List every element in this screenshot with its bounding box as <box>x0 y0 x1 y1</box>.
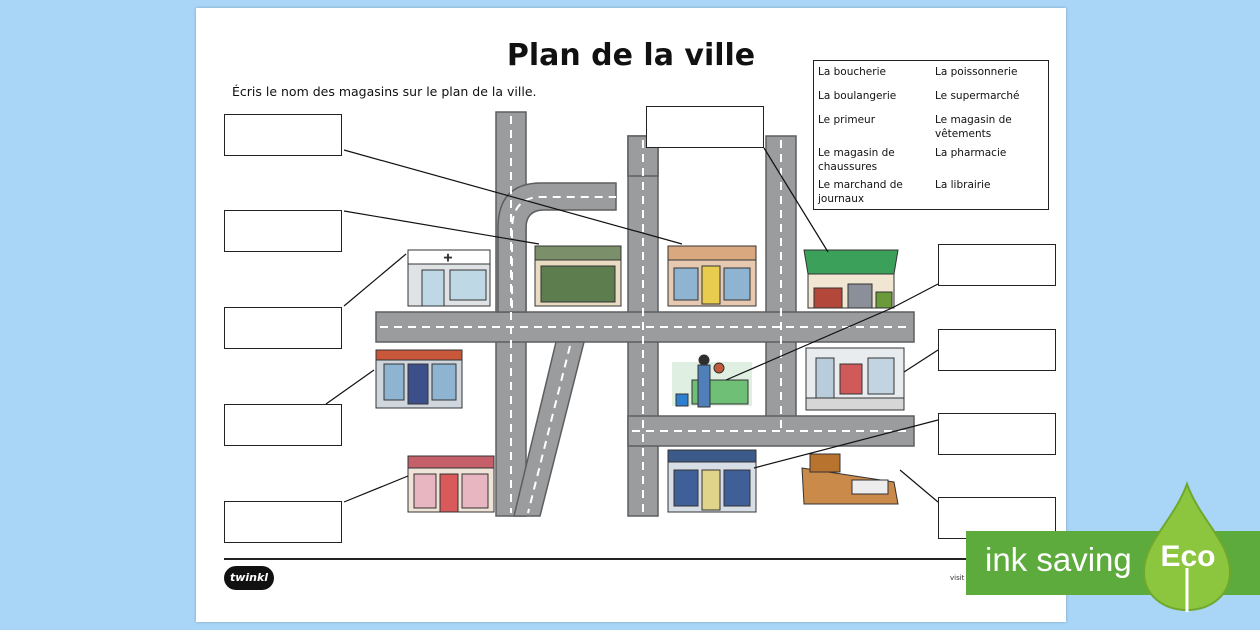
page-title: Plan de la ville <box>506 38 756 73</box>
word-bank-item: Le marchand de journaux <box>818 179 903 205</box>
butcher-shop <box>667 245 757 307</box>
ink-saving-text: ink saving <box>985 541 1132 578</box>
word-bank-item: Le supermarché <box>935 90 1020 102</box>
answer-box[interactable] <box>224 404 342 446</box>
answer-box[interactable] <box>224 307 342 349</box>
word-bank-item: Le magasin de vêtements <box>935 114 1012 140</box>
bookshop-shop <box>667 449 757 513</box>
town-map: + <box>325 111 939 517</box>
pharmacy-shop: + <box>407 249 491 307</box>
word-bank-item: La boucherie <box>818 66 886 78</box>
instruction-text: Écris le nom des magasins sur le plan de… <box>232 84 537 99</box>
word-bank-item: Le primeur <box>818 114 876 126</box>
answer-box[interactable] <box>224 210 342 252</box>
word-bank-item: La pharmacie <box>935 147 1007 159</box>
connector-lines <box>325 147 939 503</box>
footer-visit-text: visit <box>950 574 965 582</box>
eco-label: Eco <box>1160 540 1216 573</box>
road-curve <box>497 182 617 313</box>
word-bank-item: La boulangerie <box>818 90 897 102</box>
clothes-shop <box>805 347 905 411</box>
word-bank-item: Le magasin de chaussures <box>818 147 895 173</box>
answer-box[interactable] <box>224 501 342 543</box>
answer-box[interactable] <box>646 106 764 148</box>
supermarket-shop <box>672 354 752 408</box>
twinkl-logo: twinkl <box>224 566 274 590</box>
newsagent-shop <box>407 455 495 513</box>
footer-divider <box>224 558 1038 560</box>
greengrocer-shop <box>803 249 899 309</box>
word-bank-item: La poissonnerie <box>935 66 1018 78</box>
answer-box[interactable] <box>224 114 342 156</box>
shoe-shop <box>375 349 463 409</box>
eco-drop-icon <box>1142 481 1232 612</box>
fishmonger-shop <box>801 453 899 505</box>
word-bank-item: La librairie <box>935 179 991 191</box>
bakery-shop <box>534 245 622 307</box>
answer-box[interactable] <box>938 244 1056 286</box>
svg-text:+: + <box>443 251 452 264</box>
worksheet: Plan de la ville Écris le nom des magasi… <box>196 8 1066 622</box>
answer-box[interactable] <box>938 329 1056 371</box>
word-bank: La boucherie La boulangerie Le primeur L… <box>813 60 1049 210</box>
answer-box[interactable] <box>938 413 1056 455</box>
